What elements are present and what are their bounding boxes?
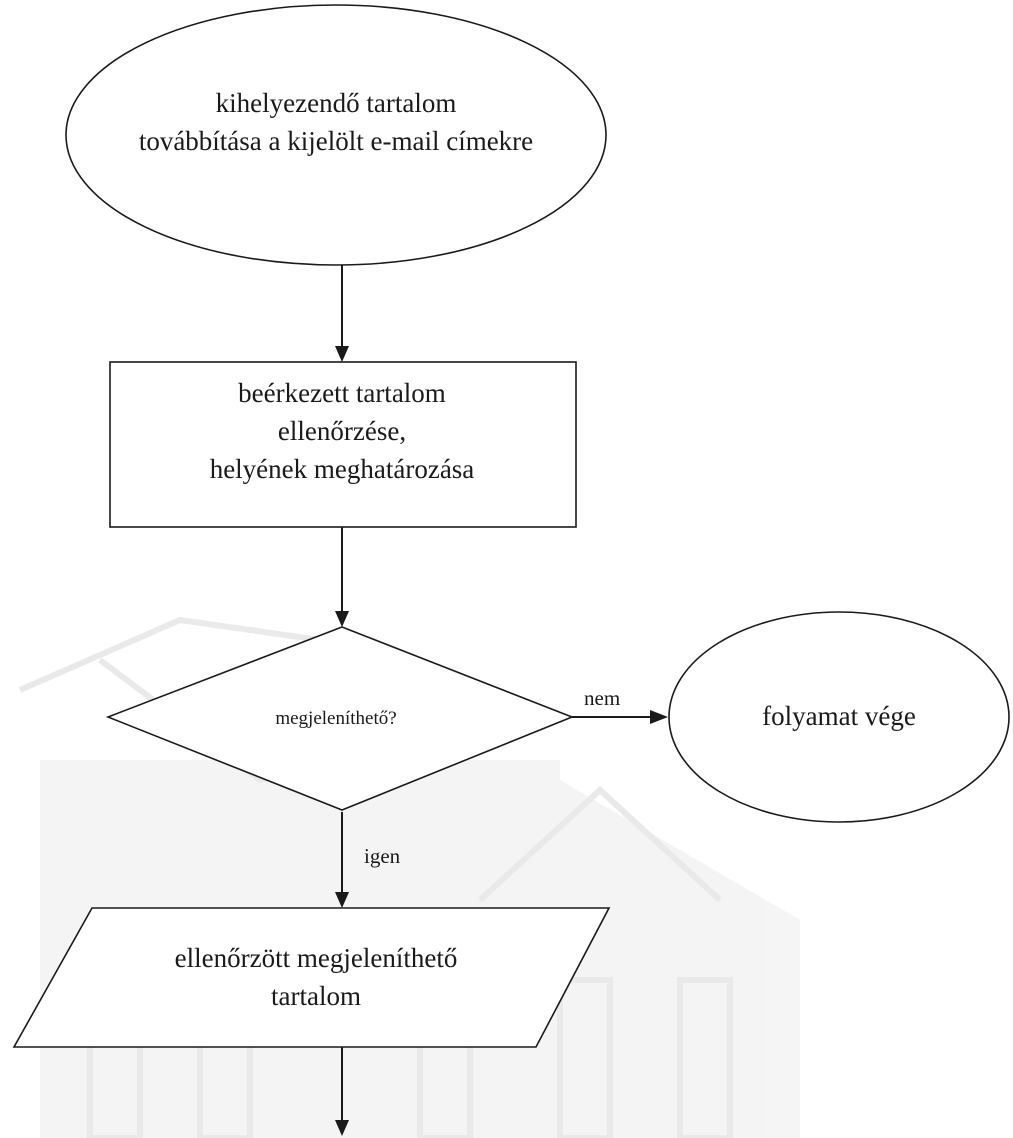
- arrowhead-output: [335, 892, 349, 908]
- flow-edges: [335, 265, 668, 1136]
- output-text-line-1: ellenőrzött megjeleníthető: [175, 943, 458, 973]
- no-branch-label: nem: [584, 686, 620, 710]
- output-parallelogram-shape: [12, 907, 611, 1048]
- check-process: beérkezett tartalom ellenőrzése, helyéne…: [109, 361, 577, 528]
- check-process-box: [109, 361, 577, 528]
- end-terminal: folyamat vége: [668, 611, 1010, 823]
- check-text-line-2: ellenőrzése,: [278, 416, 406, 446]
- start-text-line-1: kihelyezendő tartalom: [216, 88, 457, 118]
- arrowhead-decision: [335, 611, 349, 627]
- start-oval-shape: [65, 4, 607, 266]
- end-label: folyamat vége: [762, 701, 916, 731]
- output-data: ellenőrzött megjeleníthető tartalom: [12, 907, 611, 1048]
- arrowhead-check: [335, 346, 349, 362]
- output-text-line-2: tartalom: [271, 981, 361, 1011]
- yes-branch-label: igen: [364, 844, 401, 868]
- displayable-decision: megjeleníthető?: [105, 626, 575, 811]
- start-text-line-2: továbbítása a kijelölt e-mail címekre: [139, 126, 533, 156]
- check-text-line-3: helyének meghatározása: [210, 454, 475, 484]
- arrowhead-continue: [335, 1120, 349, 1136]
- start-terminal: kihelyezendő tartalom továbbítása a kije…: [65, 4, 607, 266]
- end-oval-shape: [668, 611, 1010, 823]
- decision-label: megjeleníthető?: [275, 708, 396, 729]
- arrowhead-end: [650, 710, 668, 724]
- decision-diamond-shape: [105, 626, 575, 811]
- check-text-line-1: beérkezett tartalom: [238, 378, 446, 408]
